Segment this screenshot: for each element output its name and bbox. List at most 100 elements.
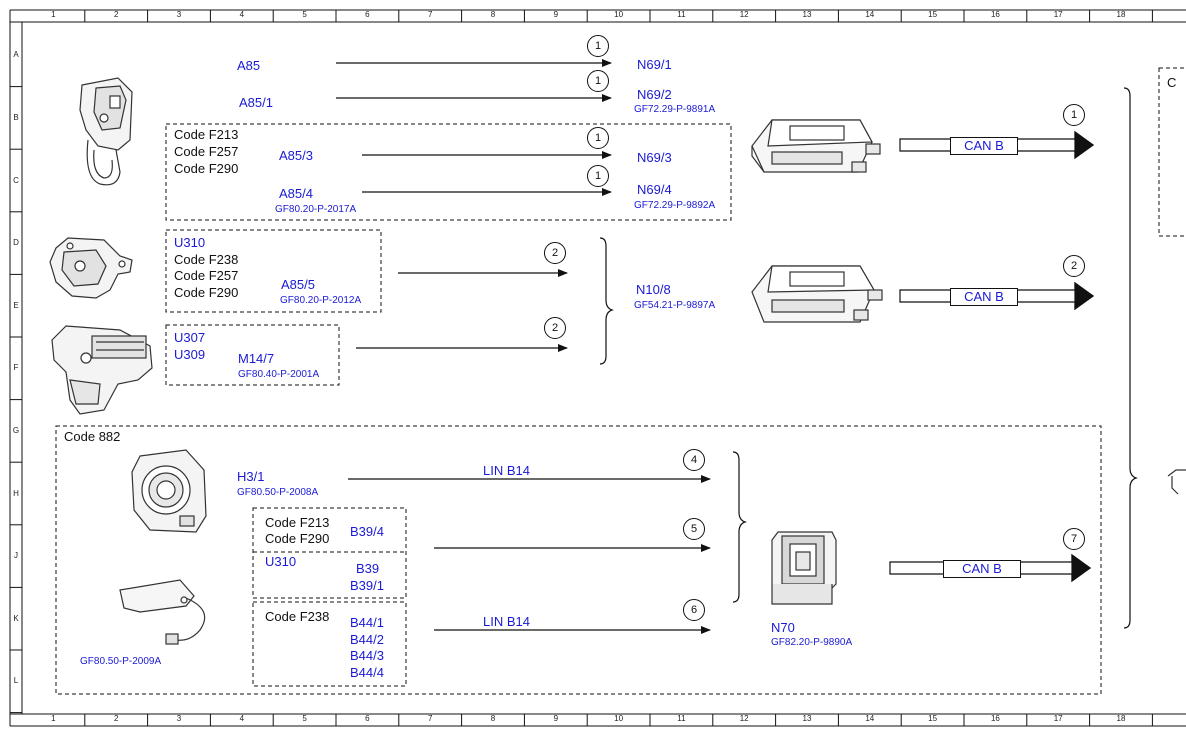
- label-n70: N70: [771, 620, 795, 635]
- label-u307: U307: [174, 330, 206, 345]
- grid-column-label-top: 2: [113, 10, 119, 19]
- sensor-b39-icon: [119, 579, 206, 645]
- ref-a85-4: GF80.20-P-2017A: [275, 204, 357, 215]
- label-code-f290: Code F290: [174, 161, 239, 176]
- ref-sensor-b39: GF80.50-P-2009A: [80, 656, 162, 667]
- can-b-label-1: CAN B: [950, 137, 1018, 155]
- grid-row-label: C: [13, 175, 19, 185]
- lock-actuator-a85-icon: [79, 77, 133, 186]
- marker-circle: 1: [587, 70, 609, 92]
- ref-n69-4: GF72.29-P-9892A: [634, 200, 716, 211]
- grid-column-label-top: 1: [51, 10, 56, 19]
- label-b39-4: B39/4: [350, 524, 384, 539]
- grid-row-label: E: [13, 300, 19, 310]
- label-a85-1: A85/1: [239, 95, 273, 110]
- grid-column-label-top: 8: [490, 10, 496, 19]
- ref-n70: GF82.20-P-9890A: [771, 637, 853, 648]
- grid-column-label-top: 9: [553, 10, 559, 19]
- label-n69-1: N69/1: [637, 57, 672, 72]
- label-b39-1: B39/1: [350, 578, 384, 593]
- grid-column-label-top: 11: [677, 10, 686, 19]
- grid-column-label-top: 13: [802, 10, 812, 19]
- grid-column-label-bottom: 7: [427, 714, 433, 723]
- grid-column-label-bottom: 15: [928, 714, 938, 723]
- label-code-f213b: Code F213: [265, 515, 330, 530]
- label-a85-3: A85/3: [279, 148, 313, 163]
- grid-column-label-top: 6: [365, 10, 370, 19]
- label-code-f257b: Code F257: [174, 268, 239, 283]
- grid-column-label-top: 7: [427, 10, 433, 19]
- lock-actuator-a85-5-icon: [49, 237, 133, 299]
- label-code-f238: Code F238: [174, 252, 239, 267]
- grid-column-label-bottom: 8: [490, 714, 496, 723]
- sensor-h3-1-icon: [131, 449, 207, 533]
- marker-circle: 6: [683, 599, 705, 621]
- grid-column-label-top: 4: [239, 10, 245, 19]
- grid-column-label-top: 5: [302, 10, 307, 19]
- dashed-groups: [55, 67, 1186, 695]
- label-n69-2: N69/2: [637, 87, 672, 102]
- marker-circle: 5: [683, 518, 705, 540]
- grid-column-label-top: 12: [739, 10, 749, 19]
- grid-row-label: F: [13, 363, 19, 373]
- label-n69-4: N69/4: [637, 182, 672, 197]
- label-code-f238b: Code F238: [265, 609, 330, 624]
- partial-device-edge-icon: [1167, 469, 1186, 495]
- label-m14-7: M14/7: [238, 351, 275, 366]
- label-u310b: U310: [265, 554, 297, 569]
- grid-ticks: [10, 10, 1153, 726]
- label-lin-b14-top: LIN B14: [483, 463, 530, 478]
- grid-row-label: G: [12, 425, 20, 435]
- marker-circle: 1: [587, 127, 609, 149]
- label-n69-3: N69/3: [637, 150, 672, 165]
- grid-column-label-top: 16: [990, 10, 1000, 19]
- label-edge-c: C: [1167, 75, 1177, 90]
- label-code-882: Code 882: [64, 429, 121, 444]
- marker-circle: 2: [544, 317, 566, 339]
- grid-column-label-bottom: 13: [802, 714, 812, 723]
- label-n10-8: N10/8: [636, 282, 671, 297]
- control-unit-n70-icon: [771, 531, 837, 605]
- marker-circle: 2: [544, 242, 566, 264]
- marker-circle: 1: [1063, 104, 1085, 126]
- grid-column-label-top: 10: [614, 10, 624, 19]
- label-b39: B39: [356, 561, 380, 576]
- grid-column-label-top: 17: [1053, 10, 1063, 19]
- ref-n69-2: GF72.29-P-9891A: [634, 104, 716, 115]
- label-code-f290c: Code F290: [265, 531, 330, 546]
- can-b-label-2: CAN B: [950, 288, 1018, 306]
- grid-row-label: L: [13, 676, 19, 686]
- label-a85-5: A85/5: [281, 277, 315, 292]
- control-unit-n10-8-icon: [751, 265, 883, 323]
- grid-column-label-top: 18: [1116, 10, 1126, 19]
- grid-column-label-top: 3: [176, 10, 182, 19]
- grid-row-label: J: [14, 551, 18, 561]
- can-bus-arrows: [889, 130, 1095, 583]
- grid-column-label-top: 14: [865, 10, 875, 19]
- grid-column-label-bottom: 4: [239, 714, 245, 723]
- grid-column-label-bottom: 17: [1053, 714, 1063, 723]
- marker-circle: 1: [587, 35, 609, 57]
- marker-circle: 1: [587, 165, 609, 187]
- grid-row-label: H: [13, 488, 19, 498]
- marker-circle: 2: [1063, 255, 1085, 277]
- ref-a85-5: GF80.20-P-2012A: [280, 295, 362, 306]
- motor-m14-7-icon: [51, 325, 153, 415]
- label-b44-3: B44/3: [350, 648, 384, 663]
- label-h3-1: H3/1: [237, 469, 265, 484]
- signal-lines: [336, 59, 711, 634]
- grid-column-label-bottom: 2: [113, 714, 119, 723]
- grid-column-label-bottom: 10: [614, 714, 624, 723]
- grid-column-label-top: 15: [928, 10, 938, 19]
- label-b44-4: B44/4: [350, 665, 384, 680]
- grid-column-label-bottom: 9: [553, 714, 559, 723]
- label-code-f213: Code F213: [174, 127, 239, 142]
- control-unit-n69-icon: [751, 119, 881, 173]
- grid-row-label: K: [13, 613, 19, 623]
- can-b-label-3: CAN B: [943, 560, 1021, 578]
- grid-row-label: B: [13, 112, 19, 122]
- grid-column-label-bottom: 6: [365, 714, 370, 723]
- marker-circle: 4: [683, 449, 705, 471]
